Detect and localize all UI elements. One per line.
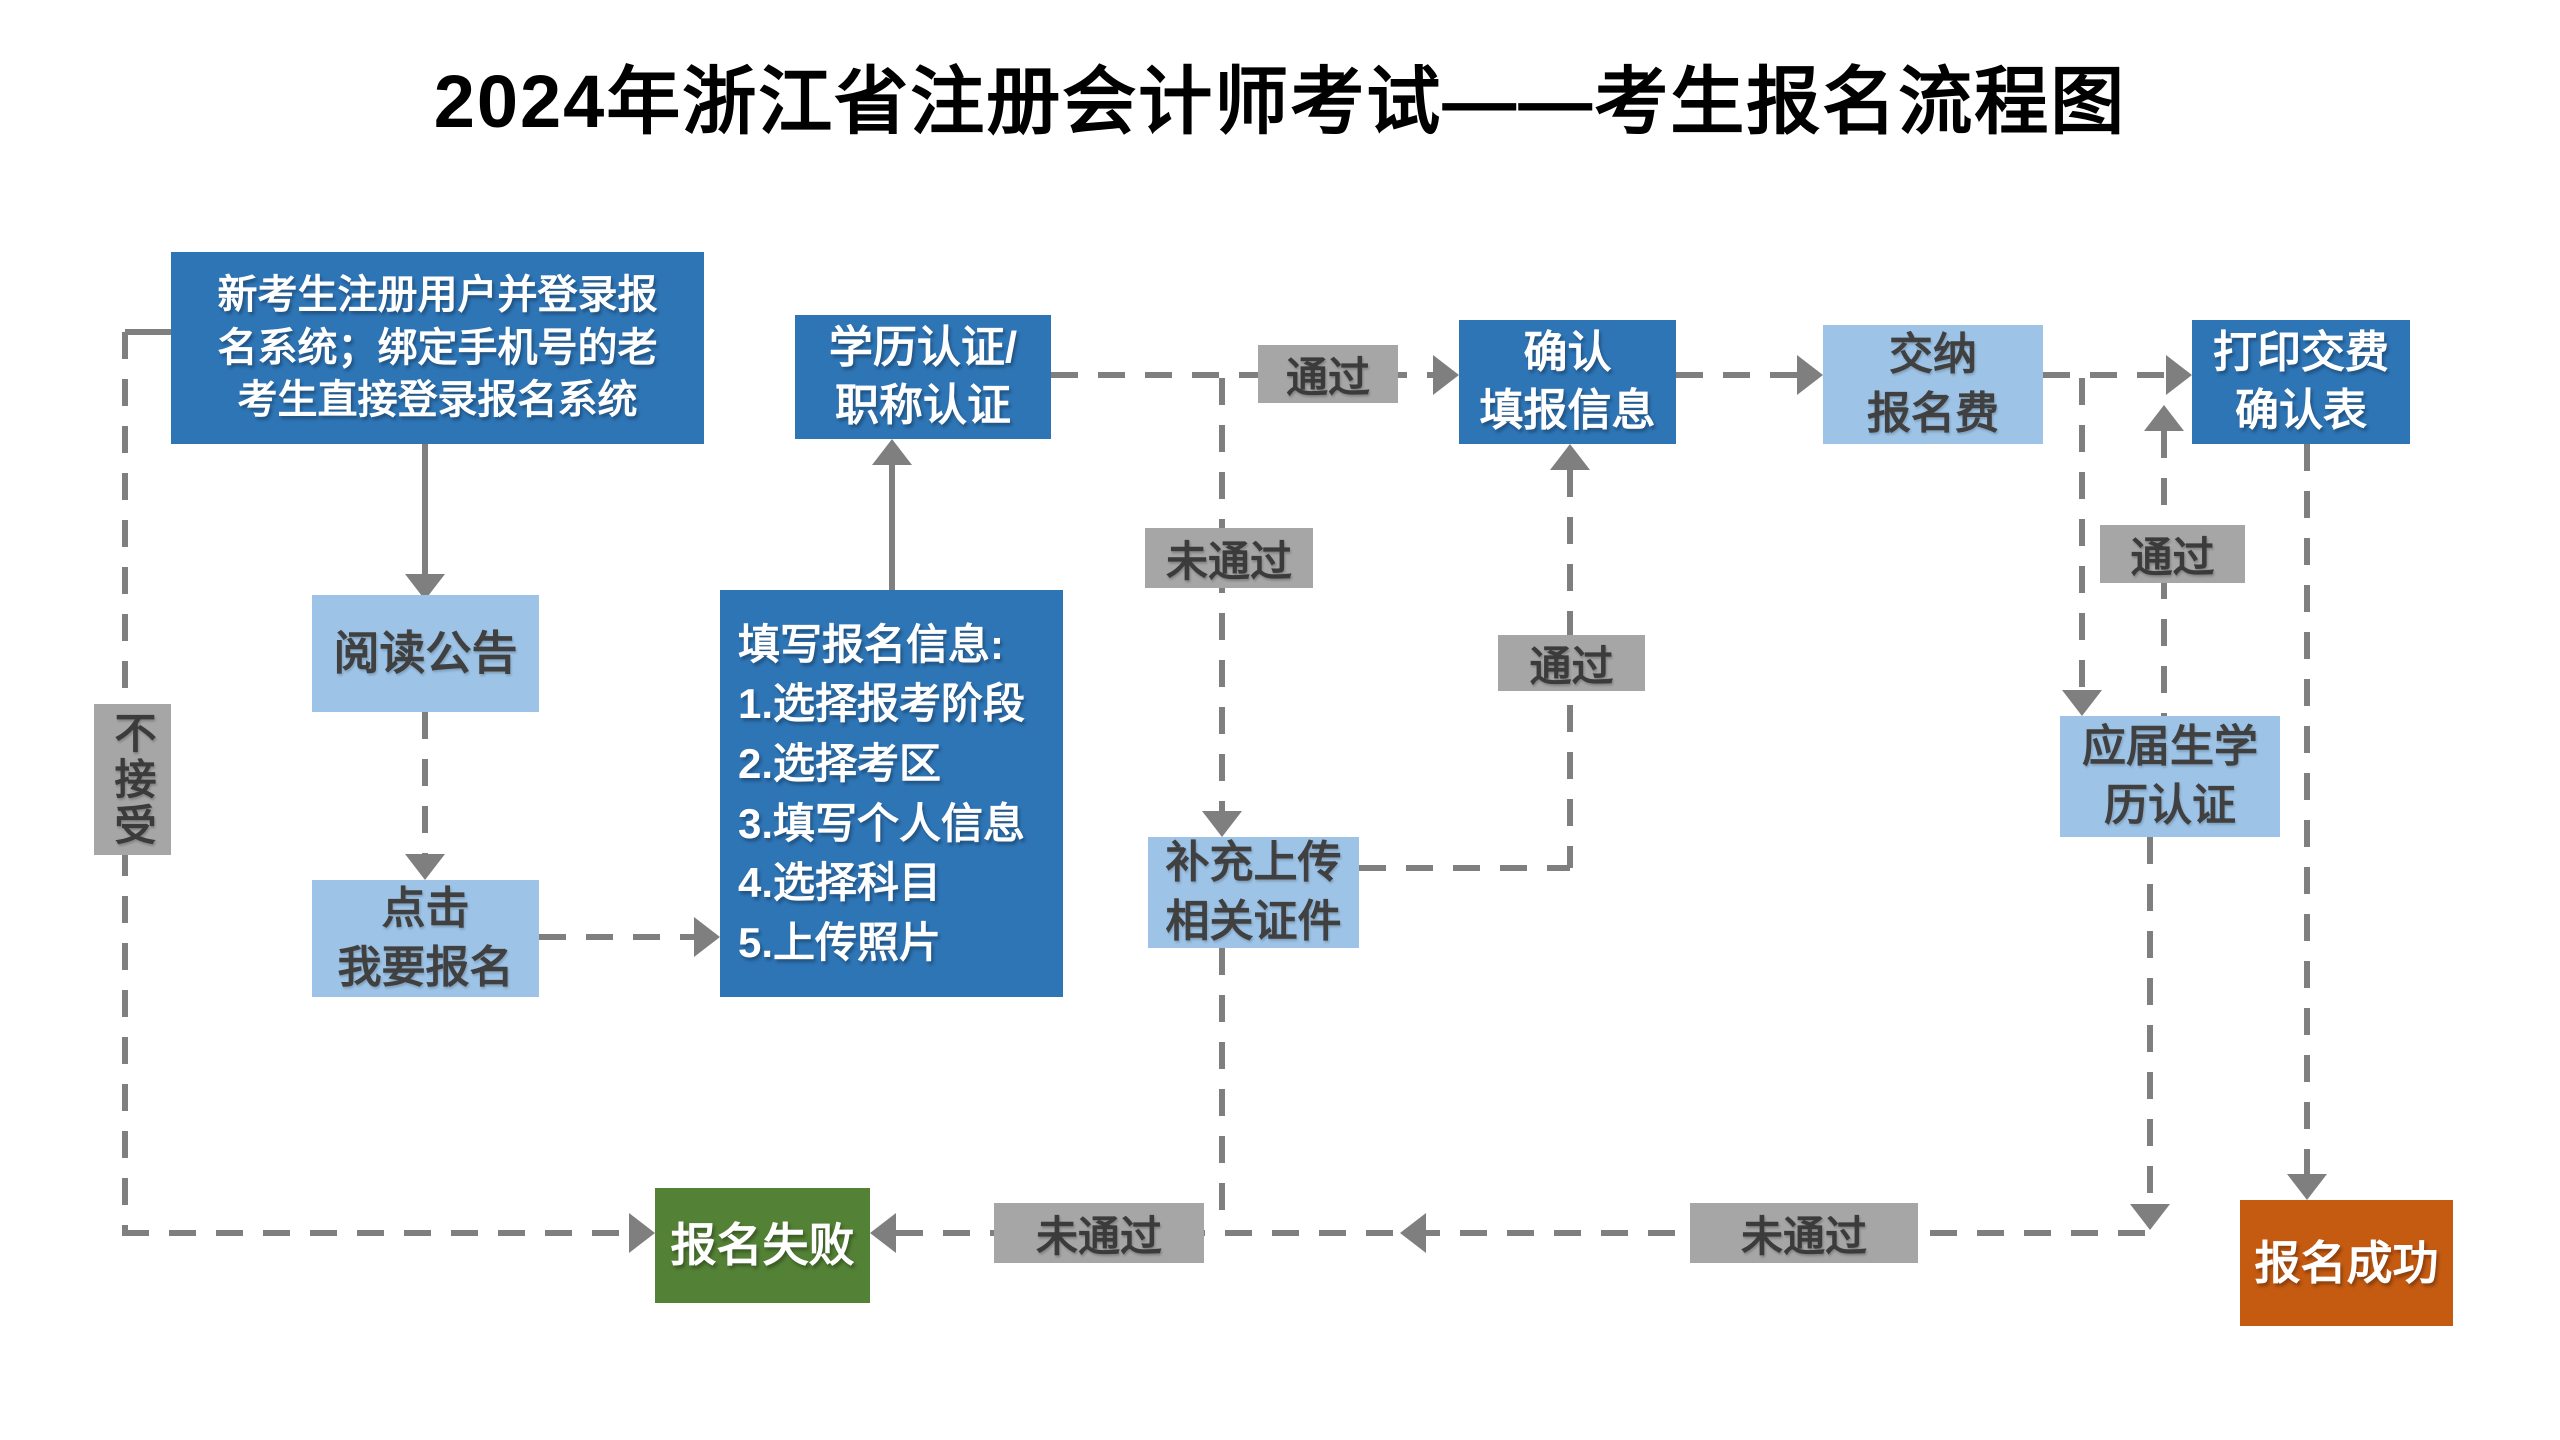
node-print-payment-confirmation: 打印交费 确认表 xyxy=(2192,320,2410,444)
node-start-register-login: 新考生注册用户并登录报 名系统；绑定手机号的老 考生直接登录报名系统 xyxy=(171,252,704,444)
edge-educert-to-confirm xyxy=(1051,372,1433,378)
edge-start-to-read xyxy=(422,444,428,574)
page-title: 2024年浙江省注册会计师考试——考生报名流程图 xyxy=(433,60,2127,143)
arrowhead-into-fail-left xyxy=(629,1213,655,1253)
edge-start-left-stub xyxy=(125,329,171,335)
arrowhead-into-click-register xyxy=(405,854,445,880)
edge-print-to-success xyxy=(2304,444,2310,1174)
arrowhead-into-confirm-bottom xyxy=(1550,444,1590,470)
edge-confirm-to-pay xyxy=(1676,372,1797,378)
node-fresh-graduate-cert: 应届生学 历认证 xyxy=(2060,716,2280,837)
label-not-pass-2: 未通过 xyxy=(994,1203,1204,1263)
arrowhead-into-edu-cert xyxy=(872,439,912,465)
edge-educert-fail-to-supplement xyxy=(1219,378,1225,811)
arrowhead-into-fill-info xyxy=(694,917,720,957)
arrowhead-into-confirm-left xyxy=(1433,355,1459,395)
arrowhead-freshgrad-fail-down xyxy=(2130,1204,2170,1230)
node-confirm-info: 确认 填报信息 xyxy=(1459,320,1676,444)
label-not-pass-1: 未通过 xyxy=(1145,528,1313,588)
arrowhead-into-supplement xyxy=(1202,811,1242,837)
node-fill-registration-info: 填写报名信息: 1.选择报考阶段 2.选择考区 3.填写个人信息 4.选择科目 … xyxy=(720,590,1063,997)
edge-fill-to-educert xyxy=(889,465,895,590)
node-supplement-upload: 补充上传 相关证件 xyxy=(1148,837,1359,948)
edge-click-to-fill xyxy=(539,934,694,940)
arrowhead-into-fail-right xyxy=(870,1213,896,1253)
edge-freshgrad-fail-down xyxy=(2147,837,2153,1204)
edge-pay-to-freshgrad xyxy=(2079,378,2085,690)
arrowhead-bottom-row-left xyxy=(1400,1213,1426,1253)
edge-not-accept-to-fail xyxy=(122,1230,629,1236)
edge-bottom-fail-row xyxy=(896,1230,2150,1236)
arrowhead-into-success xyxy=(2287,1174,2327,1200)
node-pay-fee: 交纳 报名费 xyxy=(1823,325,2043,444)
arrowhead-into-fresh-grad xyxy=(2062,690,2102,716)
arrowhead-into-pay-fee xyxy=(1797,355,1823,395)
label-not-accept: 不接受 xyxy=(94,704,171,855)
arrowhead-into-print-confirm xyxy=(2166,355,2192,395)
edge-supplement-to-confirm-h xyxy=(1359,865,1570,871)
node-education-title-cert: 学历认证/ 职称认证 xyxy=(795,315,1051,439)
edge-supplement-fail-down xyxy=(1219,948,1225,1230)
label-pass-3: 通过 xyxy=(2100,525,2245,583)
edge-read-to-click xyxy=(422,712,428,854)
label-pass-1: 通过 xyxy=(1258,345,1398,403)
node-read-notice: 阅读公告 xyxy=(312,595,539,712)
node-click-register: 点击 我要报名 xyxy=(312,880,539,997)
arrowhead-freshgrad-pass-up xyxy=(2144,405,2184,431)
node-registration-success: 报名成功 xyxy=(2240,1200,2453,1326)
label-pass-2: 通过 xyxy=(1498,635,1645,691)
label-not-pass-3: 未通过 xyxy=(1690,1203,1918,1263)
edge-pay-to-print xyxy=(2043,372,2166,378)
node-registration-failed: 报名失败 xyxy=(655,1188,870,1303)
